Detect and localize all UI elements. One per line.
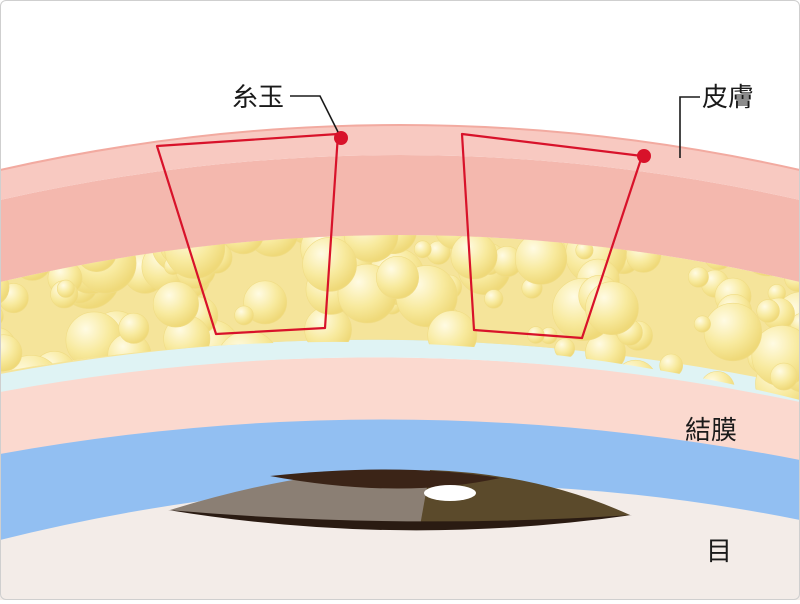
fat-bubble: [688, 267, 708, 287]
fat-bubble: [235, 306, 254, 325]
fat-bubble: [757, 300, 780, 323]
fat-bubble: [57, 280, 74, 297]
eye-highlight: [424, 485, 476, 501]
fat-bubble: [484, 290, 503, 309]
skin-label: 皮膚: [702, 83, 754, 113]
thread-knot-right: [637, 149, 651, 163]
fat-bubble: [586, 282, 639, 335]
fat-bubble: [119, 313, 149, 343]
eye-label: 目: [706, 537, 732, 567]
thread-label: 糸玉: [232, 83, 284, 113]
fat-bubble: [414, 241, 431, 258]
fat-bubble: [770, 363, 797, 390]
fat-bubble: [376, 256, 418, 298]
fat-bubble: [451, 233, 497, 279]
fat-bubble: [694, 316, 710, 332]
thread-knot-left: [334, 131, 348, 145]
fat-bubble: [153, 282, 198, 327]
conjunctiva-label: 結膜: [685, 416, 737, 446]
fat-bubble: [704, 303, 762, 361]
